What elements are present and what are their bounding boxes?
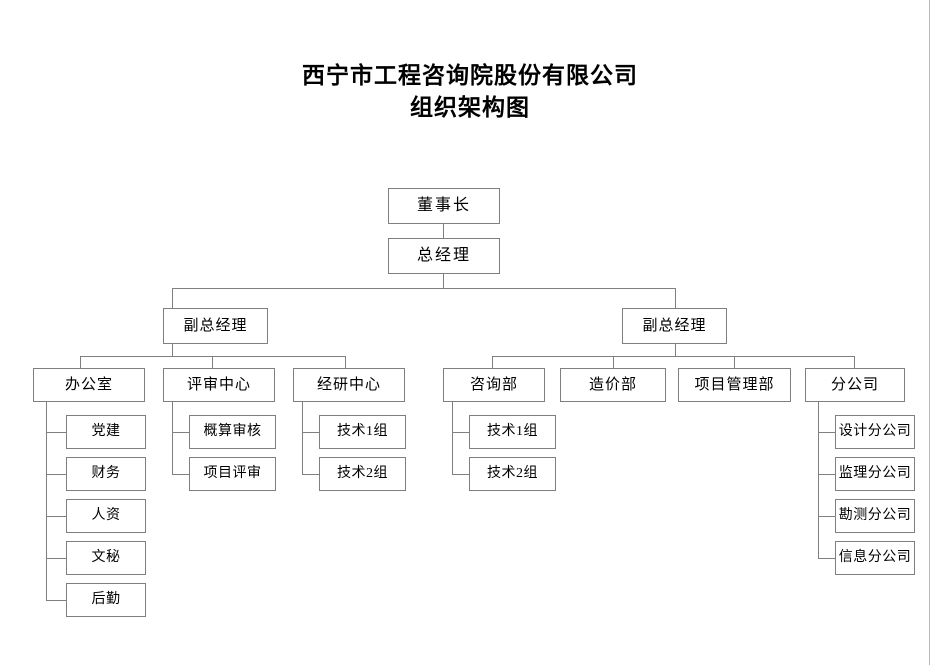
connector-review-center-spine: [172, 402, 173, 474]
connector-consulting-stub-2: [452, 474, 469, 475]
connector-chairman-to-gm: [443, 224, 444, 238]
connector-office-spine: [46, 402, 47, 600]
node-general-manager-label: 总经理: [416, 247, 471, 264]
connector-branch-stub-1: [818, 432, 835, 433]
node-branch-child-1-label: 设计分公司: [838, 424, 912, 439]
node-office-child-3-label: 人资: [91, 508, 121, 523]
node-branch-child-3-label: 勘测分公司: [838, 508, 912, 523]
node-review-center-child-1[interactable]: 概算审核: [189, 415, 276, 449]
node-office-child-4-label: 文秘: [91, 550, 121, 565]
node-review-center-child-2-label: 项目评审: [203, 466, 262, 481]
node-branch-child-2-label: 监理分公司: [838, 466, 912, 481]
connector-office-stub-4: [46, 558, 66, 559]
node-office-child-1-label: 党建: [91, 424, 121, 439]
connector-office-stub-2: [46, 474, 66, 475]
connector-deputy-left-drop: [172, 344, 173, 356]
node-deputy-gm-left-label: 副总经理: [183, 317, 248, 334]
node-chairman-label: 董事长: [416, 197, 471, 214]
node-research-center-child-1[interactable]: 技术1组: [319, 415, 406, 449]
node-research-center-label: 经研中心: [316, 376, 381, 393]
connector-research-center-stub-2: [302, 474, 319, 475]
node-consulting-dept[interactable]: 咨询部: [443, 368, 545, 402]
node-cost-dept[interactable]: 造价部: [560, 368, 666, 402]
connector-research-center-stub-1: [302, 432, 319, 433]
node-consulting-dept-label: 咨询部: [469, 376, 518, 393]
connector-branch-stub-3: [818, 516, 835, 517]
node-office-child-4[interactable]: 文秘: [66, 541, 146, 575]
connector-bus-to-research-center: [345, 356, 346, 368]
node-project-mgmt-dept[interactable]: 项目管理部: [678, 368, 791, 402]
node-consulting-child-2-label: 技术2组: [487, 466, 538, 481]
node-branch-company[interactable]: 分公司: [805, 368, 905, 402]
node-office-child-3[interactable]: 人资: [66, 499, 146, 533]
connector-bus-to-office: [80, 356, 81, 368]
node-office-child-5-label: 后勤: [91, 592, 121, 607]
connector-consulting-spine: [452, 402, 453, 474]
connector-branch-spine: [818, 402, 819, 558]
node-branch-child-4-label: 信息分公司: [838, 550, 912, 565]
node-office-label: 办公室: [64, 376, 113, 393]
node-branch-company-label: 分公司: [830, 376, 879, 393]
connector-review-center-stub-1: [172, 432, 189, 433]
connector-bus-to-branch: [854, 356, 855, 368]
node-office-child-2[interactable]: 财务: [66, 457, 146, 491]
node-office-child-1[interactable]: 党建: [66, 415, 146, 449]
node-consulting-child-1-label: 技术1组: [487, 424, 538, 439]
node-branch-child-1[interactable]: 设计分公司: [835, 415, 915, 449]
connector-office-stub-5: [46, 600, 66, 601]
page-edge-rule: [929, 0, 930, 665]
node-research-center-child-1-label: 技术1组: [337, 424, 388, 439]
node-branch-child-4[interactable]: 信息分公司: [835, 541, 915, 575]
node-deputy-gm-right[interactable]: 副总经理: [622, 308, 727, 344]
connector-bus-to-deputy-left: [172, 288, 173, 308]
connector-office-stub-1: [46, 432, 66, 433]
page-title: 西宁市工程咨询院股份有限公司 组织架构图: [0, 60, 940, 124]
node-consulting-child-1[interactable]: 技术1组: [469, 415, 556, 449]
connector-branch-stub-4: [818, 558, 835, 559]
connector-bus-to-cost: [613, 356, 614, 368]
connector-bus-to-project-mgmt: [734, 356, 735, 368]
node-office[interactable]: 办公室: [33, 368, 145, 402]
connector-gm-drop: [443, 274, 444, 288]
connector-deputy-right-bus: [492, 356, 854, 357]
connector-deputy-right-drop: [675, 344, 676, 356]
node-branch-child-2[interactable]: 监理分公司: [835, 457, 915, 491]
node-deputy-gm-right-label: 副总经理: [642, 317, 707, 334]
node-research-center-child-2-label: 技术2组: [337, 466, 388, 481]
connector-office-stub-3: [46, 516, 66, 517]
connector-branch-stub-2: [818, 474, 835, 475]
node-consulting-child-2[interactable]: 技术2组: [469, 457, 556, 491]
node-chairman[interactable]: 董事长: [388, 188, 500, 224]
node-review-center[interactable]: 评审中心: [163, 368, 275, 402]
node-review-center-child-1-label: 概算审核: [203, 424, 262, 439]
node-review-center-child-2[interactable]: 项目评审: [189, 457, 276, 491]
node-branch-child-3[interactable]: 勘测分公司: [835, 499, 915, 533]
node-review-center-label: 评审中心: [186, 376, 251, 393]
connector-review-center-stub-2: [172, 474, 189, 475]
connector-bus-to-review-center: [212, 356, 213, 368]
node-project-mgmt-dept-label: 项目管理部: [694, 376, 775, 393]
connector-gm-bus: [172, 288, 675, 289]
node-research-center-child-2[interactable]: 技术2组: [319, 457, 406, 491]
node-research-center[interactable]: 经研中心: [293, 368, 405, 402]
node-office-child-5[interactable]: 后勤: [66, 583, 146, 617]
connector-consulting-stub-1: [452, 432, 469, 433]
node-cost-dept-label: 造价部: [588, 376, 637, 393]
connector-research-center-spine: [302, 402, 303, 474]
node-office-child-2-label: 财务: [91, 466, 121, 481]
connector-bus-to-deputy-right: [675, 288, 676, 308]
title-line-company: 西宁市工程咨询院股份有限公司: [302, 63, 638, 88]
connector-bus-to-consulting: [492, 356, 493, 368]
node-general-manager[interactable]: 总经理: [388, 238, 500, 274]
title-line-subtitle: 组织架构图: [410, 95, 530, 120]
node-deputy-gm-left[interactable]: 副总经理: [163, 308, 268, 344]
